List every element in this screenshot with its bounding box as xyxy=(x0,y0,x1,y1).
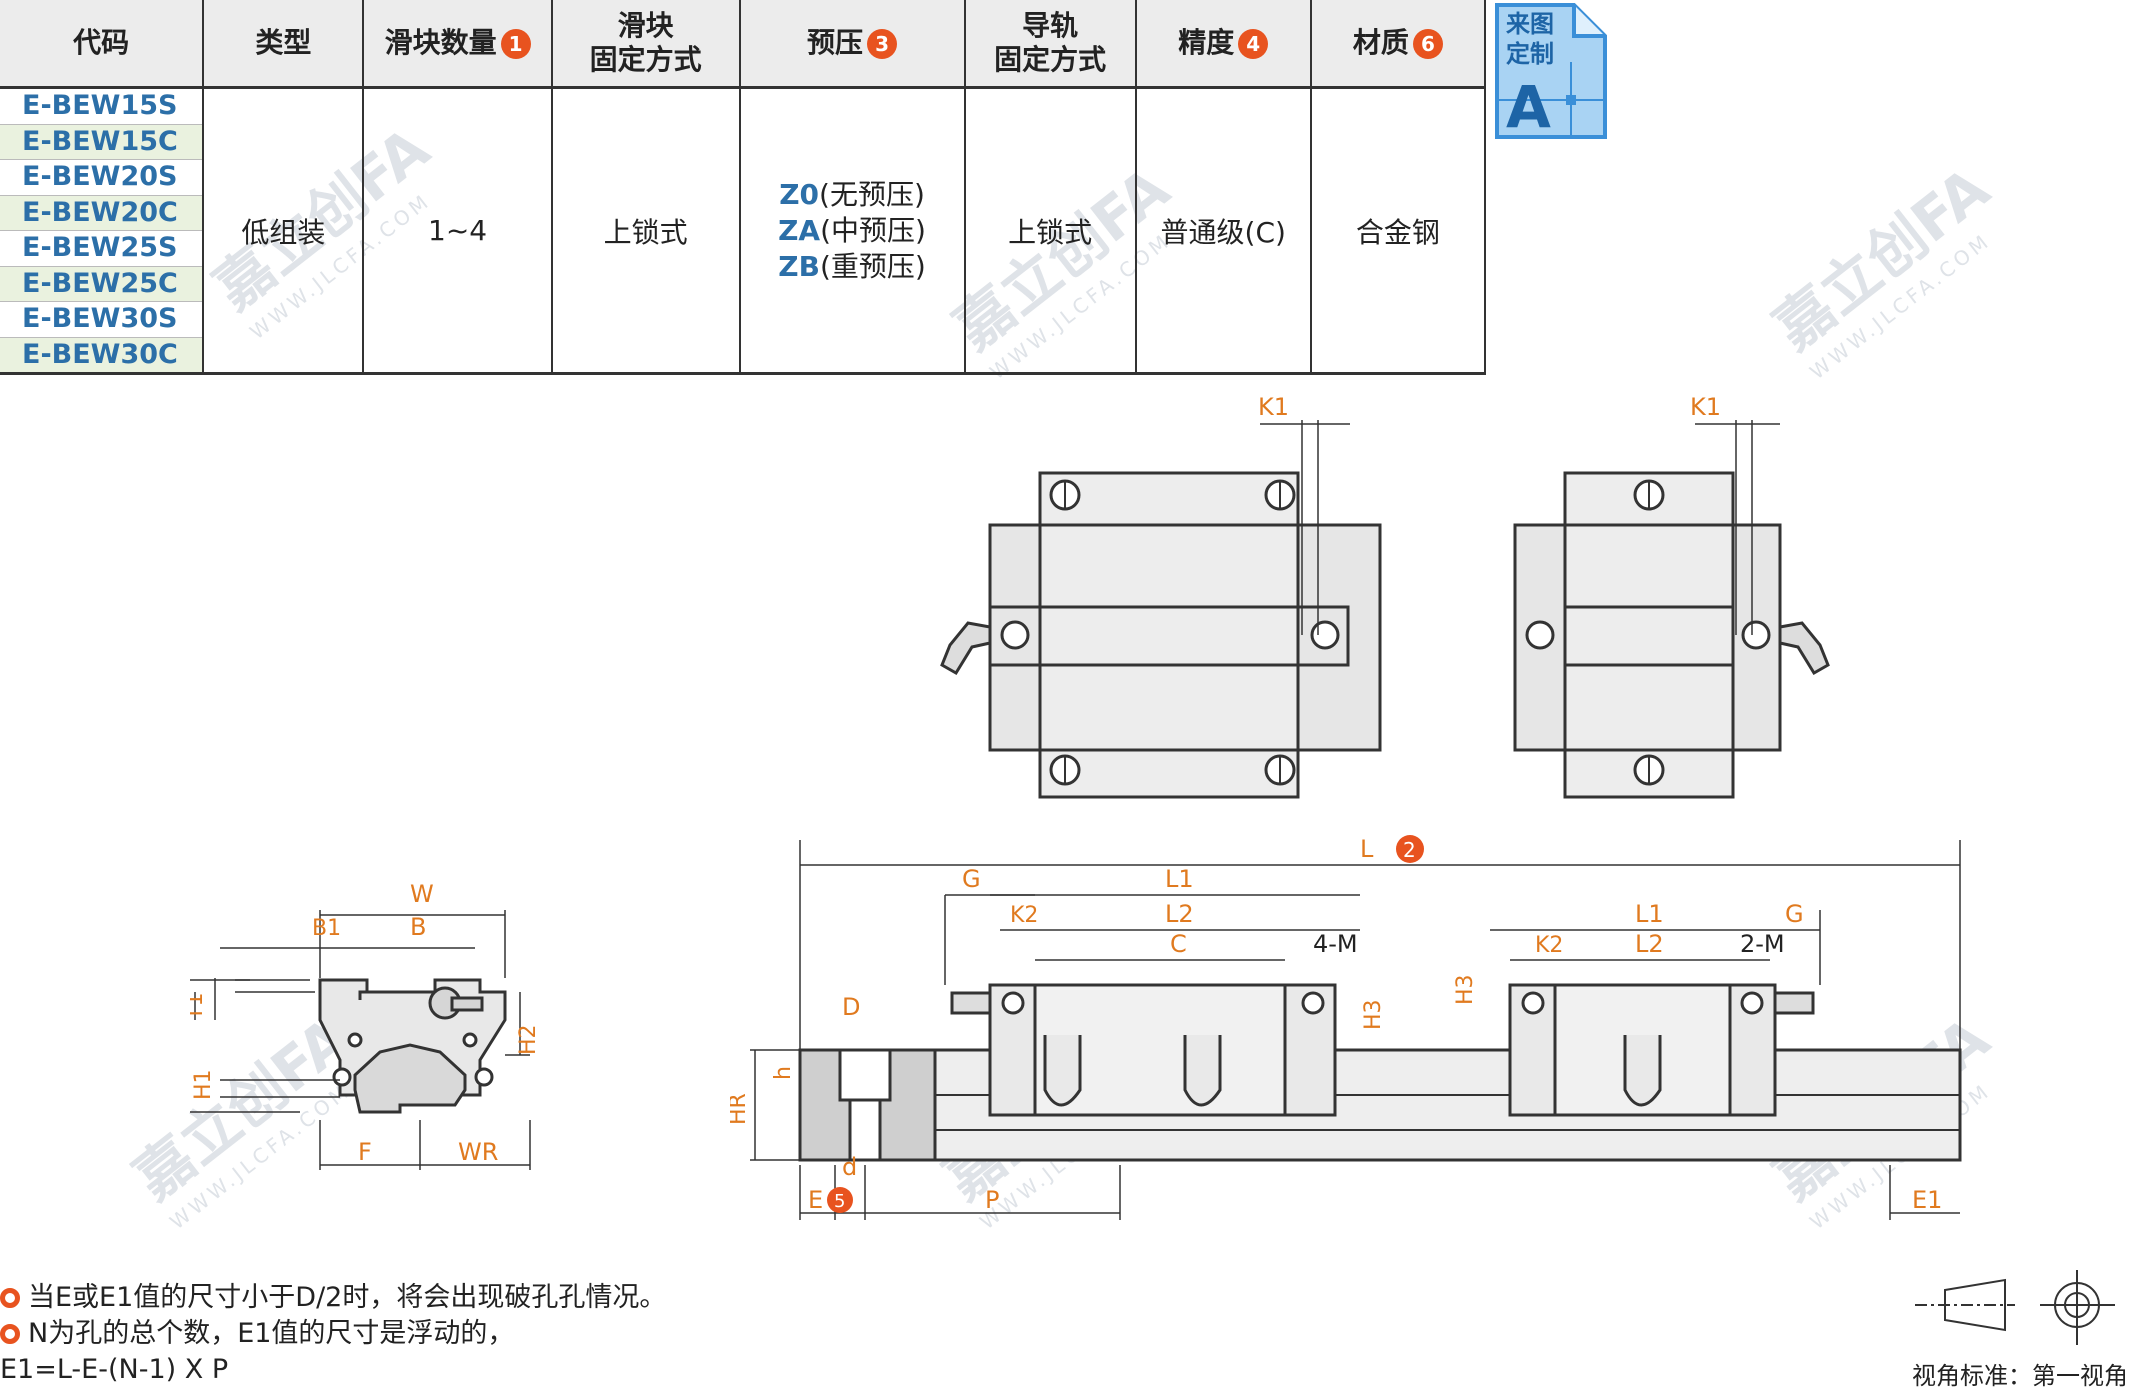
cross-section-view: W B1 B H T1 T H2 H1 F WR xyxy=(190,880,541,1170)
first-angle-projection-icon xyxy=(1915,1270,2115,1345)
note-3: E1=L-E-(N-1) X P xyxy=(0,1354,229,1385)
code-item[interactable]: E-BEW15C xyxy=(0,124,203,160)
svg-text:L1: L1 xyxy=(1165,865,1194,893)
svg-text:定制: 定制 xyxy=(1506,40,1554,68)
custom-drawing-badge[interactable]: 来图 定制 A xyxy=(1494,2,1608,140)
svg-text:P: P xyxy=(985,1186,999,1214)
svg-text:A: A xyxy=(1506,73,1551,140)
svg-text:5: 5 xyxy=(834,1191,845,1212)
header-rail-fix: 导轨固定方式 xyxy=(964,0,1137,89)
code-list: E-BEW15S E-BEW15C E-BEW20S E-BEW20C E-BE… xyxy=(0,87,205,375)
svg-text:4-M: 4-M xyxy=(1313,930,1358,958)
svg-text:T1: T1 xyxy=(190,993,208,1021)
slider-top-view-right xyxy=(1513,471,1830,799)
svg-text:D: D xyxy=(842,993,860,1021)
code-item[interactable]: E-BEW25S xyxy=(0,231,203,267)
svg-text:G: G xyxy=(1785,900,1804,928)
svg-text:W: W xyxy=(410,880,434,908)
svg-text:E: E xyxy=(808,1186,823,1214)
svg-text:L2: L2 xyxy=(1165,900,1194,928)
svg-text:K2: K2 xyxy=(1010,903,1038,928)
accuracy-cell: 普通级(C) xyxy=(1135,87,1312,375)
header-code: 代码 xyxy=(0,0,205,89)
svg-text:HR: HR xyxy=(730,1093,751,1125)
svg-text:G: G xyxy=(962,865,981,893)
svg-text:2: 2 xyxy=(1403,838,1416,862)
code-item[interactable]: E-BEW15S xyxy=(0,89,203,125)
svg-text:H3: H3 xyxy=(1453,974,1478,1005)
bullet-icon xyxy=(0,1324,20,1344)
svg-text:H1: H1 xyxy=(191,1069,216,1100)
slider-qty-cell: 1~4 xyxy=(363,87,553,375)
code-item[interactable]: E-BEW25C xyxy=(0,266,203,302)
code-item[interactable]: E-BEW20C xyxy=(0,195,203,231)
code-item[interactable]: E-BEW20S xyxy=(0,160,203,196)
svg-text:2-M: 2-M xyxy=(1740,930,1785,958)
slider-top-views: K1 K1 xyxy=(940,395,1830,799)
svg-text:L1: L1 xyxy=(1635,900,1664,928)
side-elevation-view: L 2 G L1 K2 L2 C 4-M L1 G K2 L2 2-M xyxy=(730,835,1962,1220)
spec-data-row: E-BEW15S E-BEW15C E-BEW20S E-BEW20C E-BE… xyxy=(0,87,1487,375)
view-standard-label: 视角标准：第一视角 xyxy=(1912,1362,2128,1390)
type-cell: 低组装 xyxy=(203,87,365,375)
material-cell: 合金钢 xyxy=(1310,87,1487,375)
svg-text:B1: B1 xyxy=(312,916,341,941)
rail-fix-cell: 上锁式 xyxy=(964,87,1137,375)
svg-text:来图: 来图 xyxy=(1506,10,1554,38)
svg-text:K2: K2 xyxy=(1535,933,1563,958)
code-item[interactable]: E-BEW30C xyxy=(0,337,203,372)
svg-text:h: h xyxy=(771,1066,796,1080)
slider-top-view-left xyxy=(940,471,1382,799)
bullet-icon xyxy=(0,1288,20,1308)
svg-text:H2: H2 xyxy=(516,1024,541,1055)
svg-text:L: L xyxy=(1360,835,1374,863)
svg-text:WR: WR xyxy=(458,1138,498,1166)
note-1: 当E或E1值的尺寸小于D/2时，将会出现破孔孔情况。 xyxy=(0,1280,666,1316)
svg-text:H3: H3 xyxy=(1361,999,1386,1030)
svg-text:K1: K1 xyxy=(1258,395,1289,421)
header-slider-fix: 滑块固定方式 xyxy=(551,0,741,89)
notes: 当E或E1值的尺寸小于D/2时，将会出现破孔孔情况。 N为孔的总个数，E1值的尺… xyxy=(0,1280,666,1388)
code-item[interactable]: E-BEW30S xyxy=(0,302,203,338)
preload-cell: Z0(无预压) ZA(中预压) ZB(重预压) xyxy=(739,87,966,375)
svg-text:d: d xyxy=(842,1153,857,1181)
svg-text:E1: E1 xyxy=(1912,1186,1942,1214)
note-2: N为孔的总个数，E1值的尺寸是浮动的， xyxy=(0,1316,666,1352)
svg-text:B: B xyxy=(410,913,426,941)
svg-text:L2: L2 xyxy=(1635,930,1664,958)
svg-text:F: F xyxy=(358,1138,372,1166)
slider-fix-cell: 上锁式 xyxy=(551,87,741,375)
svg-text:K1: K1 xyxy=(1690,395,1721,421)
header-type: 类型 xyxy=(203,0,365,89)
svg-text:C: C xyxy=(1170,930,1187,958)
